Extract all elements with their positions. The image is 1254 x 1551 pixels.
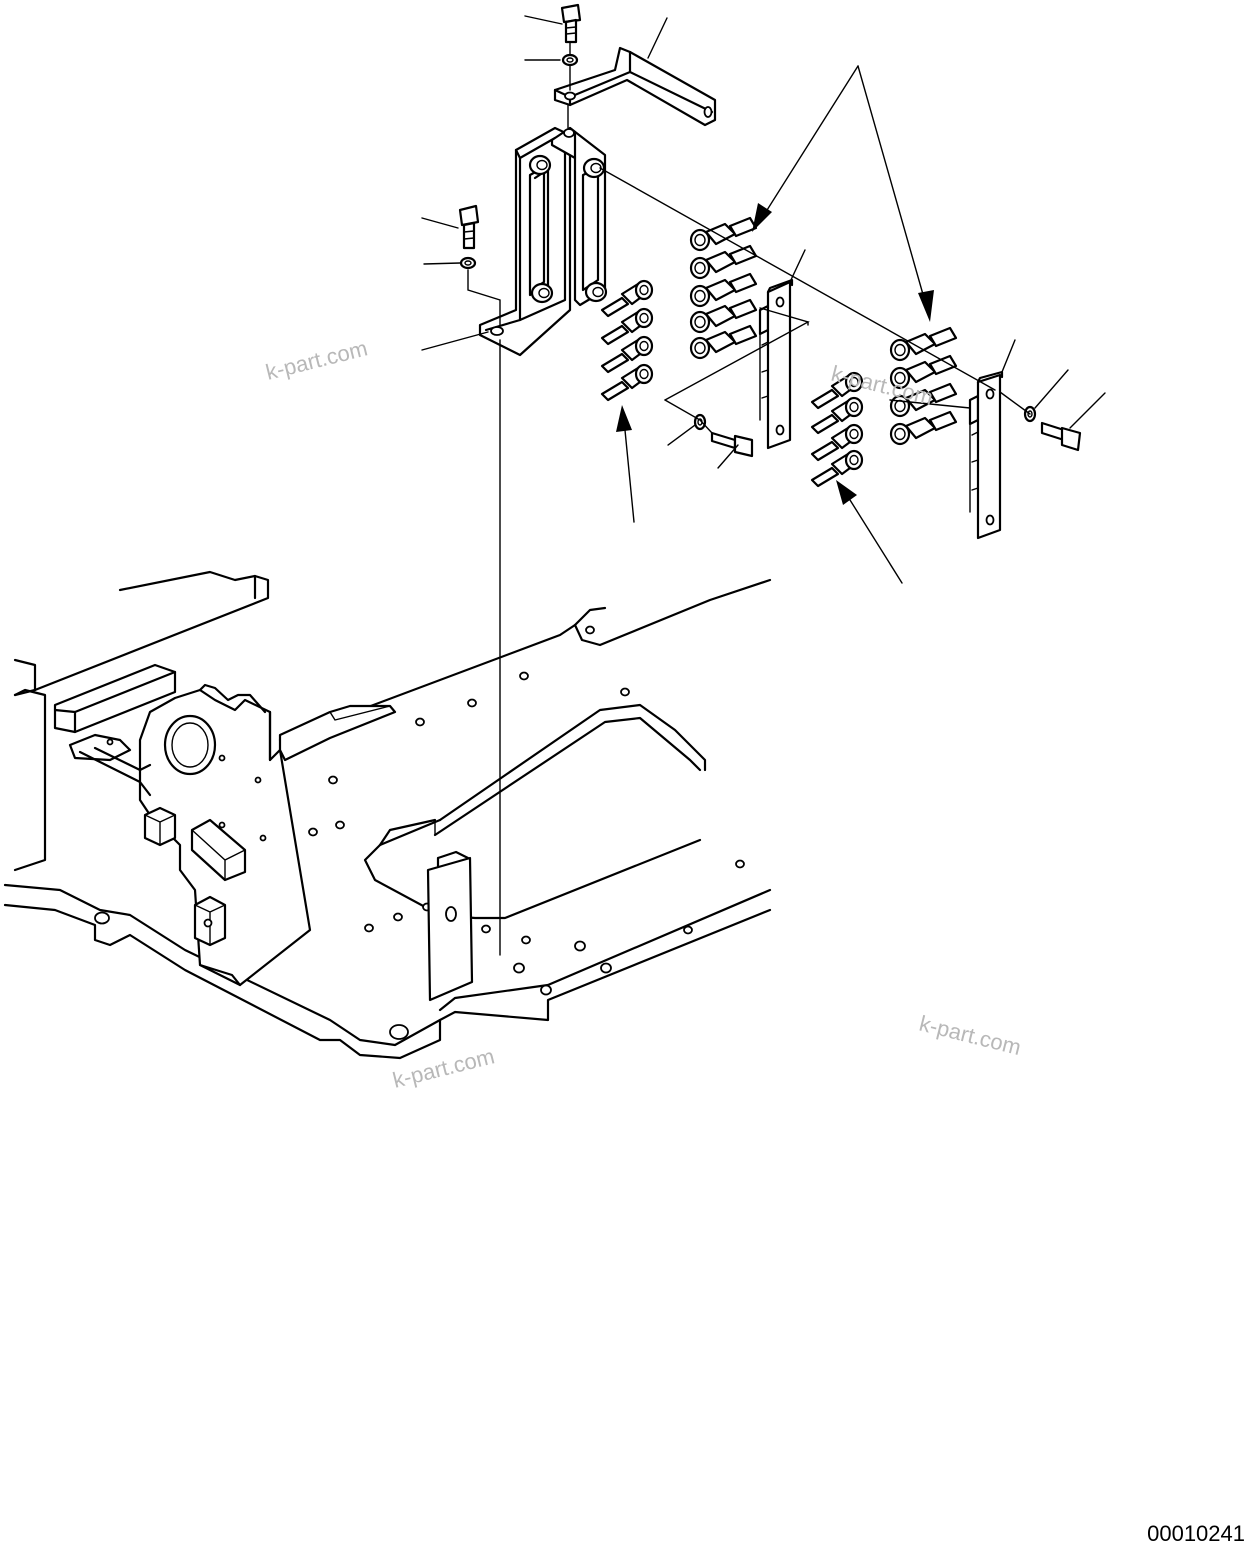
bolt-left [458, 204, 480, 250]
bolt-right [1040, 421, 1082, 452]
clip-plate-right [968, 370, 1004, 540]
hose-fittings-group-lower [810, 371, 864, 488]
washer-left [459, 256, 477, 270]
hose-fittings-group-left [600, 279, 654, 402]
watermark-1: k-part.com [263, 335, 370, 384]
watermark-4: k-part.com [917, 1011, 1024, 1060]
left-console-structure [13, 570, 474, 1002]
assembly-center-lines [467, 41, 1031, 956]
floor-frame-plate [3, 578, 772, 1060]
hose-fittings-group-right [889, 326, 958, 446]
hose-fittings-group-center [689, 216, 758, 360]
washer-middle [693, 413, 707, 431]
clip-plate-middle [758, 278, 794, 450]
drawing-number: 00010241 [1147, 1521, 1245, 1546]
watermark-3: k-part.com [390, 1043, 497, 1092]
valve-mounting-bracket [478, 126, 608, 357]
leader-arrowheads [616, 203, 934, 505]
plate-holes [94, 625, 745, 1040]
top-clamp-bar [553, 46, 717, 127]
washer-top [561, 53, 579, 67]
leader-lines [421, 15, 1106, 584]
bolt-middle [710, 431, 754, 458]
bolt-top [560, 3, 582, 44]
